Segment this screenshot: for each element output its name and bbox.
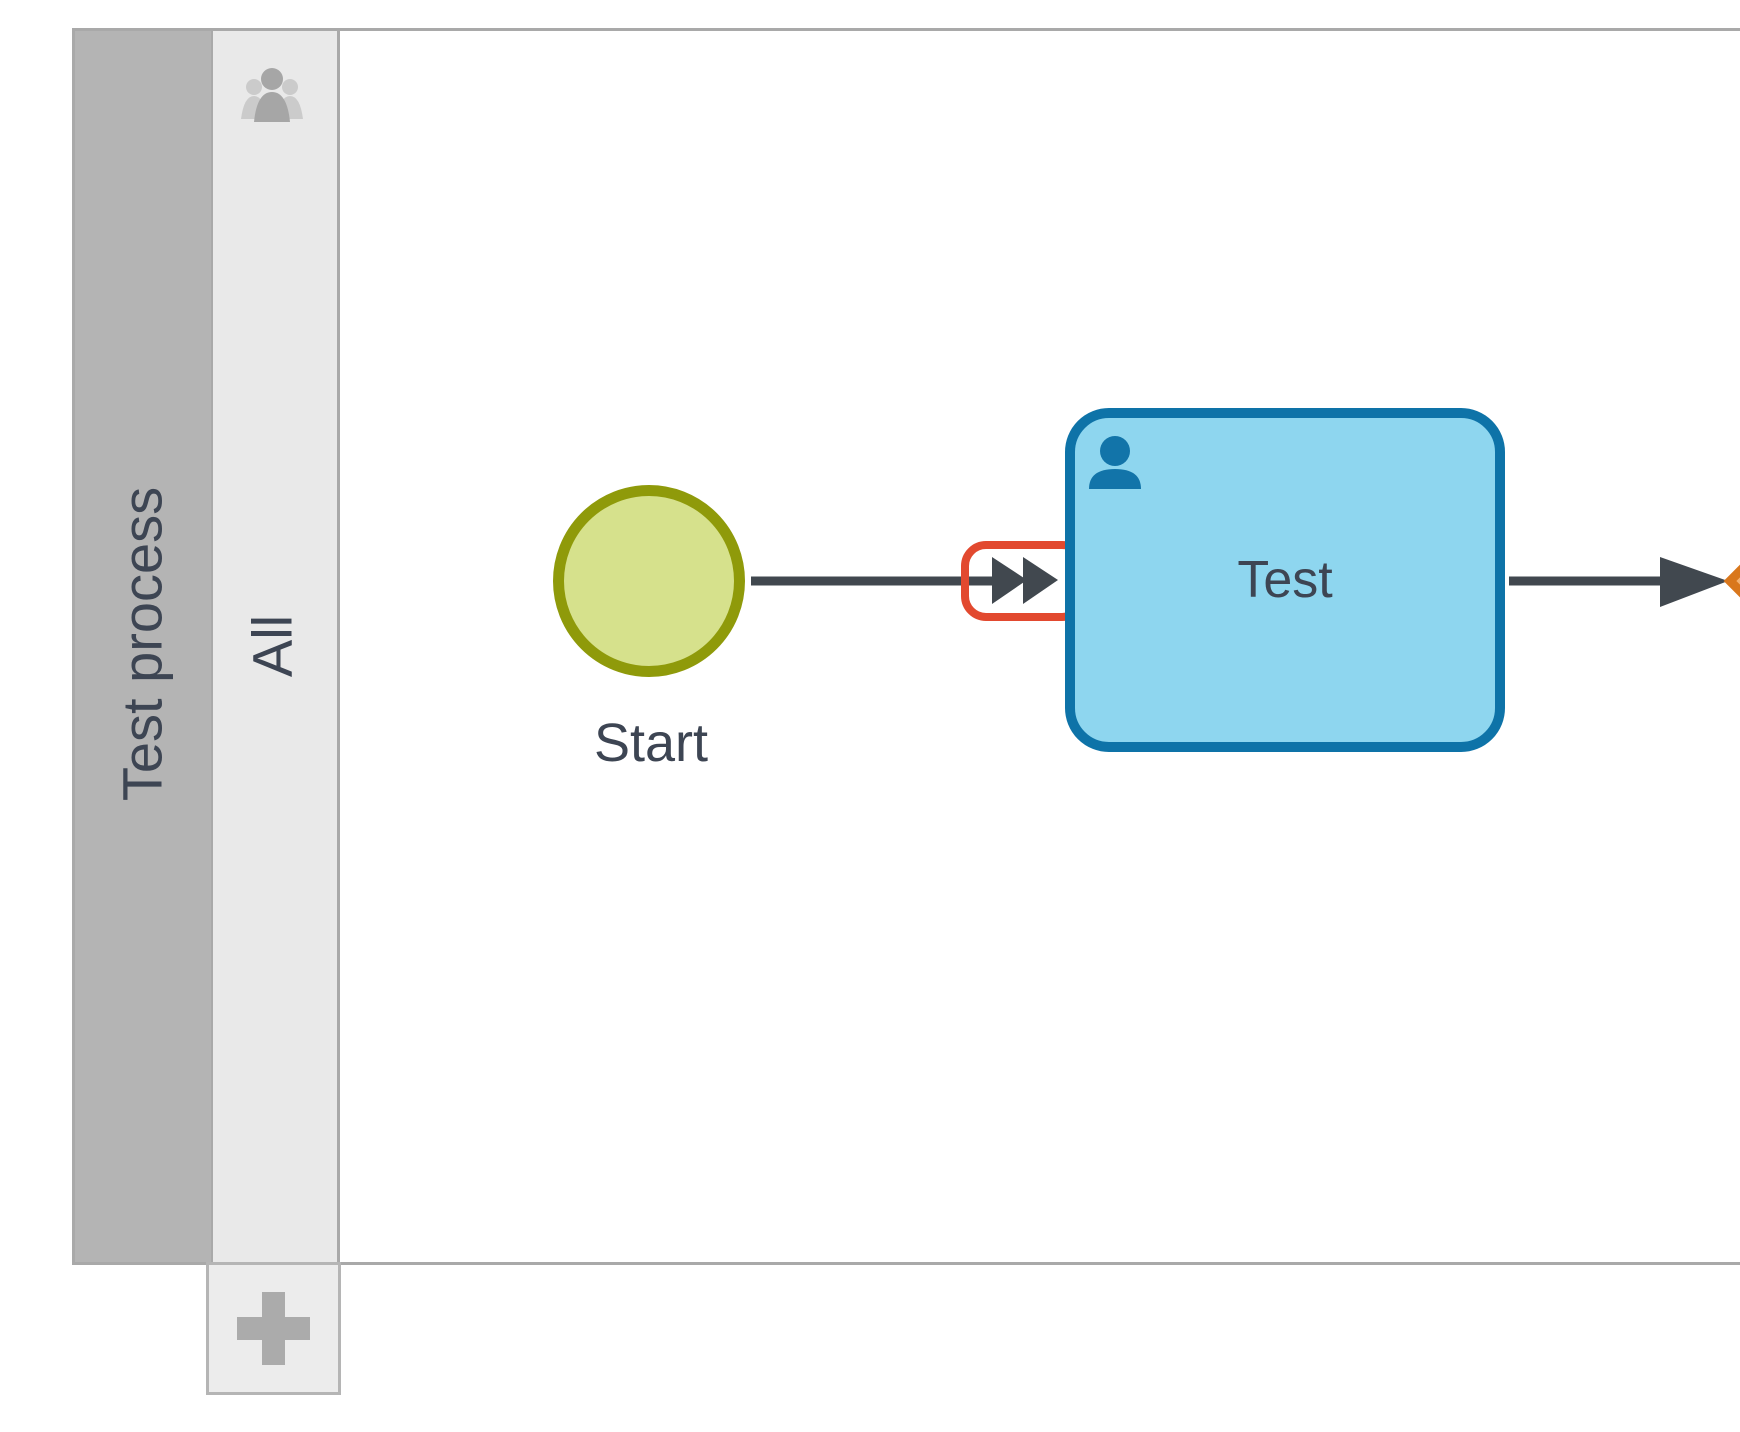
plus-icon <box>237 1292 310 1365</box>
sequence-flow-test-to-gateway[interactable] <box>1509 557 1728 607</box>
user-task[interactable]: Test <box>1065 408 1505 752</box>
add-lane-button[interactable] <box>206 1262 341 1395</box>
start-event-label: Start <box>593 713 709 773</box>
user-icon <box>1089 436 1141 489</box>
arrowhead-icon <box>1660 557 1728 607</box>
lane-canvas[interactable] <box>337 31 1740 1262</box>
lane-header-all[interactable] <box>211 31 337 1262</box>
sequence-flow-start-to-test[interactable] <box>751 557 1058 604</box>
double-arrowhead-icon <box>992 557 1058 604</box>
group-icon <box>241 68 303 122</box>
pool-header[interactable] <box>75 31 211 1262</box>
pool <box>72 28 1740 1265</box>
gateway[interactable] <box>1723 523 1740 639</box>
start-event[interactable] <box>553 485 745 677</box>
user-task-label: Test <box>1237 551 1333 609</box>
